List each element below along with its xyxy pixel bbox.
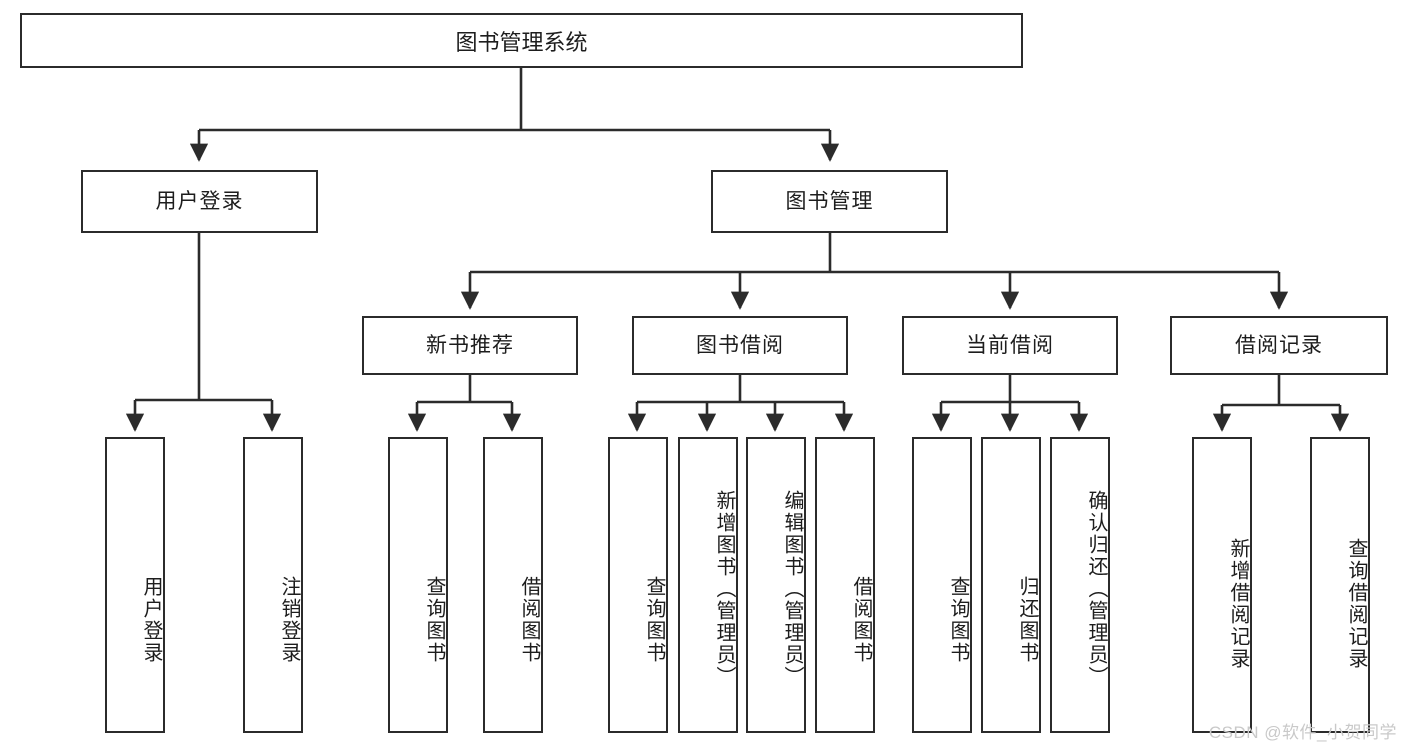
leaf-add-book[interactable]: 新增图书（管理员） <box>678 437 738 733</box>
csdn-watermark: CSDN @软件_小贺同学 <box>1208 723 1397 742</box>
node-book-manage[interactable]: 图书管理 <box>711 170 948 233</box>
node-label: 归还图书 <box>1016 576 1038 664</box>
node-user-login[interactable]: 用户登录 <box>81 170 318 233</box>
node-root-system[interactable]: 图书管理系统 <box>20 13 1023 68</box>
leaf-add-record[interactable]: 新增借阅记录 <box>1192 437 1252 733</box>
node-label: 查询图书 <box>423 576 445 664</box>
node-label: 当前借阅 <box>966 333 1054 357</box>
leaf-query-book-current[interactable]: 查询图书 <box>912 437 972 733</box>
node-label: 注销登录 <box>278 576 300 664</box>
node-label: 图书管理系统 <box>455 29 588 55</box>
leaf-borrow-book-new[interactable]: 借阅图书 <box>483 437 543 733</box>
node-label: 借阅图书 <box>518 576 540 664</box>
node-book-borrow[interactable]: 图书借阅 <box>632 316 848 375</box>
node-label: 用户登录 <box>140 576 162 664</box>
node-label: 查询借阅记录 <box>1345 538 1367 670</box>
node-label: 图书借阅 <box>696 333 784 357</box>
leaf-confirm-return[interactable]: 确认归还（管理员） <box>1050 437 1110 733</box>
node-new-book-rec[interactable]: 新书推荐 <box>362 316 578 375</box>
node-label: 编辑图书（管理员） <box>781 490 803 688</box>
node-label: 新书推荐 <box>426 333 514 357</box>
node-label: 查询图书 <box>643 576 665 664</box>
node-label: 新增图书（管理员） <box>713 490 735 688</box>
node-current-borrow[interactable]: 当前借阅 <box>902 316 1118 375</box>
leaf-user-login[interactable]: 用户登录 <box>105 437 165 733</box>
node-label: 新增借阅记录 <box>1227 538 1249 670</box>
leaf-edit-book[interactable]: 编辑图书（管理员） <box>746 437 806 733</box>
leaf-logout[interactable]: 注销登录 <box>243 437 303 733</box>
leaf-query-book-borrow[interactable]: 查询图书 <box>608 437 668 733</box>
leaf-query-record[interactable]: 查询借阅记录 <box>1310 437 1370 733</box>
node-label: 借阅图书 <box>850 576 872 664</box>
node-borrow-record[interactable]: 借阅记录 <box>1170 316 1388 375</box>
node-label: 确认归还（管理员） <box>1085 490 1107 688</box>
leaf-borrow-book[interactable]: 借阅图书 <box>815 437 875 733</box>
node-label: 图书管理 <box>785 189 874 213</box>
node-label: 用户登录 <box>155 189 244 213</box>
node-label: 借阅记录 <box>1235 333 1323 357</box>
leaf-query-book-new[interactable]: 查询图书 <box>388 437 448 733</box>
node-label: 查询图书 <box>947 576 969 664</box>
leaf-return-book[interactable]: 归还图书 <box>981 437 1041 733</box>
